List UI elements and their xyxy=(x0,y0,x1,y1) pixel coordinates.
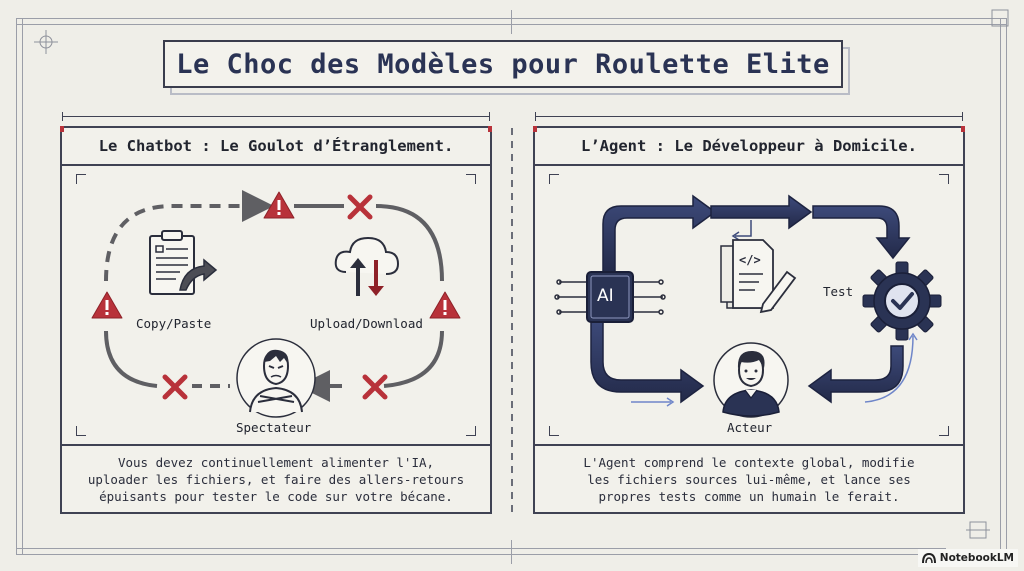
frame-left-line xyxy=(16,18,17,555)
chatbot-panel: Le Chatbot : Le Goulot d’Étranglement. xyxy=(60,126,492,514)
loop-arc-top-right xyxy=(375,204,444,282)
loop-arc-top-left xyxy=(104,190,274,282)
dimension-tick xyxy=(962,112,963,121)
dimension-tick xyxy=(62,112,63,121)
footer-line: les fichiers sources lui-même, et lance … xyxy=(587,471,911,487)
ai-chip-icon xyxy=(554,271,666,323)
frame-right-line xyxy=(1000,18,1001,555)
agent-arrow-top-3 xyxy=(812,205,911,260)
code-document-icon: </> xyxy=(720,239,797,314)
spectator-label: Spectateur xyxy=(236,420,312,435)
agent-panel-header: L’Agent : Le Développeur à Domicile. xyxy=(535,128,963,166)
panel-tab xyxy=(533,126,537,132)
dimension-tick xyxy=(489,112,490,121)
footer-line: épuisants pour tester le code sur votre … xyxy=(99,488,453,504)
actor-label: Acteur xyxy=(727,420,773,435)
warning-icon xyxy=(263,191,295,219)
loop-arc-bottom-left xyxy=(104,330,158,388)
svg-text:</>: </> xyxy=(739,253,761,267)
registration-mark-top-left xyxy=(34,30,58,54)
registration-mark-bottom-right xyxy=(966,521,990,539)
notebooklm-badge-label: NotebookLM xyxy=(939,552,1014,564)
cloud-sync-icon xyxy=(334,236,400,296)
warning-icon xyxy=(91,291,123,319)
upload-download-label: Upload/Download xyxy=(310,316,423,331)
person-icon xyxy=(713,342,789,418)
registration-mark-top-right xyxy=(991,9,1009,27)
agent-arrow-bottom-right xyxy=(807,345,904,404)
corner-mark xyxy=(939,426,949,436)
person-icon xyxy=(236,338,316,418)
agent-arrow-bottom-left xyxy=(590,317,705,404)
panel-tab xyxy=(488,126,492,132)
dimension-tick xyxy=(535,112,536,121)
corner-mark xyxy=(466,174,476,184)
panel-tab xyxy=(961,126,965,132)
warning-icon xyxy=(429,291,461,319)
cross-icon xyxy=(362,374,388,400)
frame-center-marker-bottom xyxy=(511,540,512,564)
corner-mark xyxy=(549,426,559,436)
footer-line: propres tests comme un humain le ferait. xyxy=(598,488,900,504)
cross-icon xyxy=(162,374,188,400)
notebooklm-logo-icon xyxy=(921,552,936,564)
clipboard-icon xyxy=(149,230,218,295)
cross-icon xyxy=(347,194,373,220)
chatbot-panel-header: Le Chatbot : Le Goulot d’Étranglement. xyxy=(62,128,490,166)
page-title: Le Choc des Modèles pour Roulette Elite xyxy=(163,40,843,88)
bottleneck-loop xyxy=(104,190,444,402)
panel-tab xyxy=(60,126,64,132)
test-label: Test xyxy=(823,284,854,299)
agent-diagram: AI </> xyxy=(535,166,963,444)
agent-arrow-top-2 xyxy=(710,194,813,230)
footer-line: uploader les fichiers, et faire des alle… xyxy=(87,471,465,487)
footer-line: L'Agent comprend le contexte global, mod… xyxy=(583,454,915,470)
chatbot-panel-footer: Vous devez continuellement alimenter l'I… xyxy=(62,444,490,512)
footer-line: Vous devez continuellement alimenter l'I… xyxy=(117,454,435,470)
thin-arrow-right xyxy=(864,335,914,403)
thin-arrow xyxy=(735,220,752,237)
frame-left-line-2 xyxy=(22,18,23,555)
gear-check-icon xyxy=(862,261,942,341)
corner-mark xyxy=(939,174,949,184)
corner-mark xyxy=(76,174,86,184)
frame-bottom-line-2 xyxy=(16,554,946,555)
center-divider xyxy=(511,128,513,518)
frame-bottom-line xyxy=(16,548,946,549)
dimension-line-right xyxy=(535,116,963,117)
chatbot-diagram: Copy/Paste Upload/Download Spectateur xyxy=(62,166,490,444)
ai-chip-label: AI xyxy=(597,286,614,306)
agent-panel-footer: L'Agent comprend le contexte global, mod… xyxy=(535,444,963,512)
notebooklm-badge: NotebookLM xyxy=(917,549,1018,567)
corner-mark xyxy=(466,426,476,436)
dimension-line-left xyxy=(62,116,490,117)
frame-right-line-2 xyxy=(1006,18,1007,555)
corner-mark xyxy=(549,174,559,184)
agent-loop xyxy=(590,194,918,407)
agent-panel: L’Agent : Le Développeur à Domicile. xyxy=(533,126,965,514)
frame-center-marker xyxy=(511,10,512,34)
loop-arc-bottom-right xyxy=(383,330,444,388)
copy-paste-label: Copy/Paste xyxy=(136,316,212,331)
corner-mark xyxy=(76,426,86,436)
agent-arrow-top-1 xyxy=(602,194,717,275)
